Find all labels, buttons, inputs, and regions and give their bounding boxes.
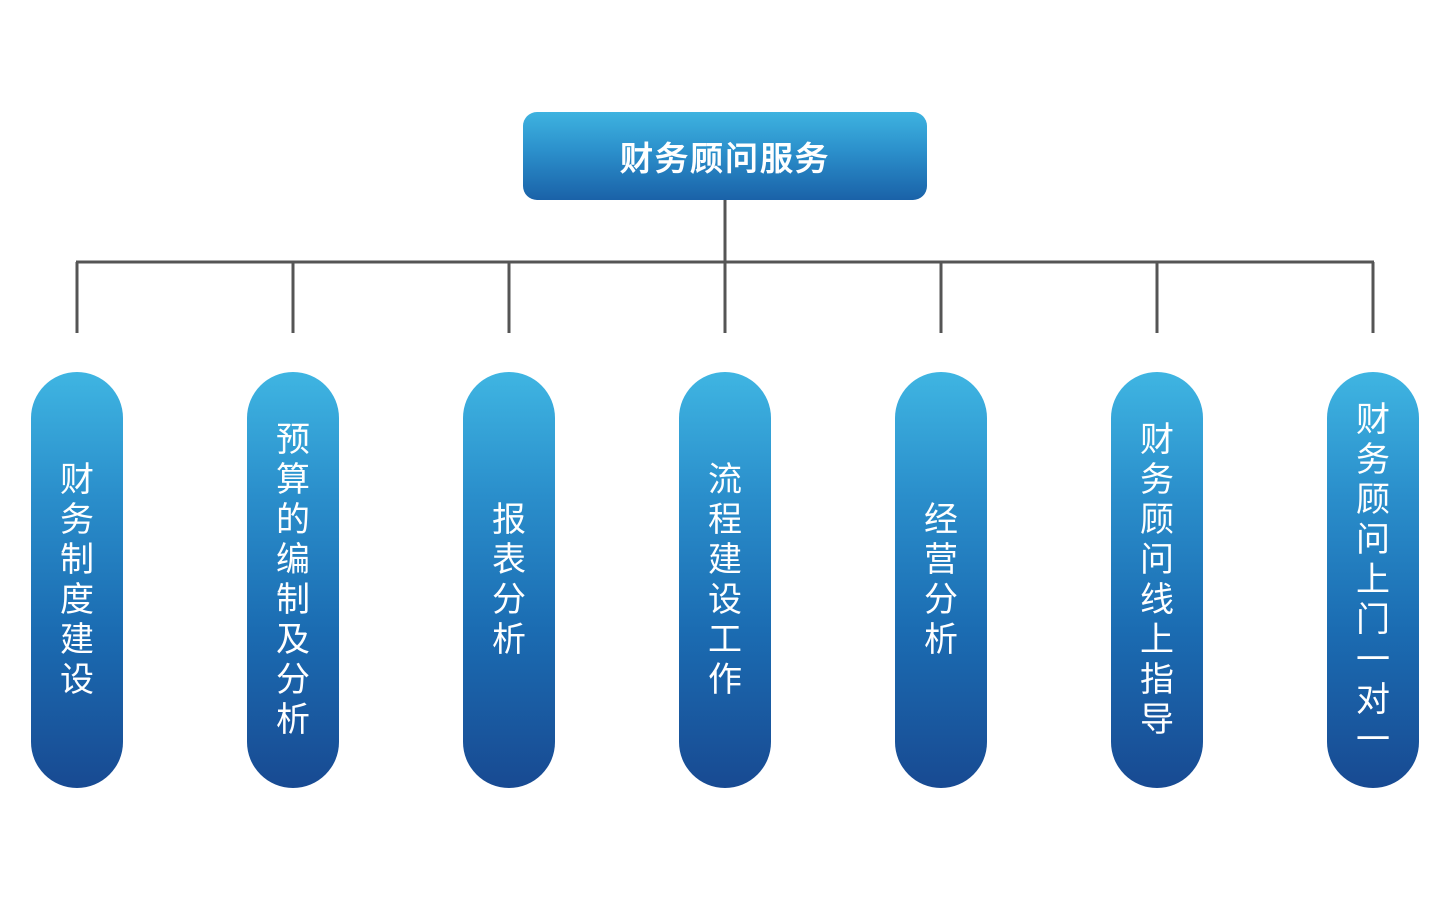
child-node-label: 财务顾问线上指导	[1140, 420, 1174, 740]
child-node-label: 预算的编制及分析	[276, 420, 310, 740]
child-node-label: 流程建设工作	[708, 460, 742, 700]
child-node-label: 经营分析	[924, 500, 958, 660]
root-node: 财务顾问服务	[523, 112, 927, 200]
root-node-label: 财务顾问服务	[620, 139, 830, 178]
child-node-label: 报表分析	[492, 500, 526, 660]
child-node-label: 财务顾问上门一对一	[1356, 400, 1390, 760]
child-node-7: 财务顾问上门一对一	[1327, 372, 1419, 788]
child-node-5: 经营分析	[895, 372, 987, 788]
child-node-label: 财务制度建设	[60, 460, 94, 700]
child-node-6: 财务顾问线上指导	[1111, 372, 1203, 788]
child-node-3: 报表分析	[463, 372, 555, 788]
child-node-4: 流程建设工作	[679, 372, 771, 788]
child-node-1: 财务制度建设	[31, 372, 123, 788]
child-node-2: 预算的编制及分析	[247, 372, 339, 788]
